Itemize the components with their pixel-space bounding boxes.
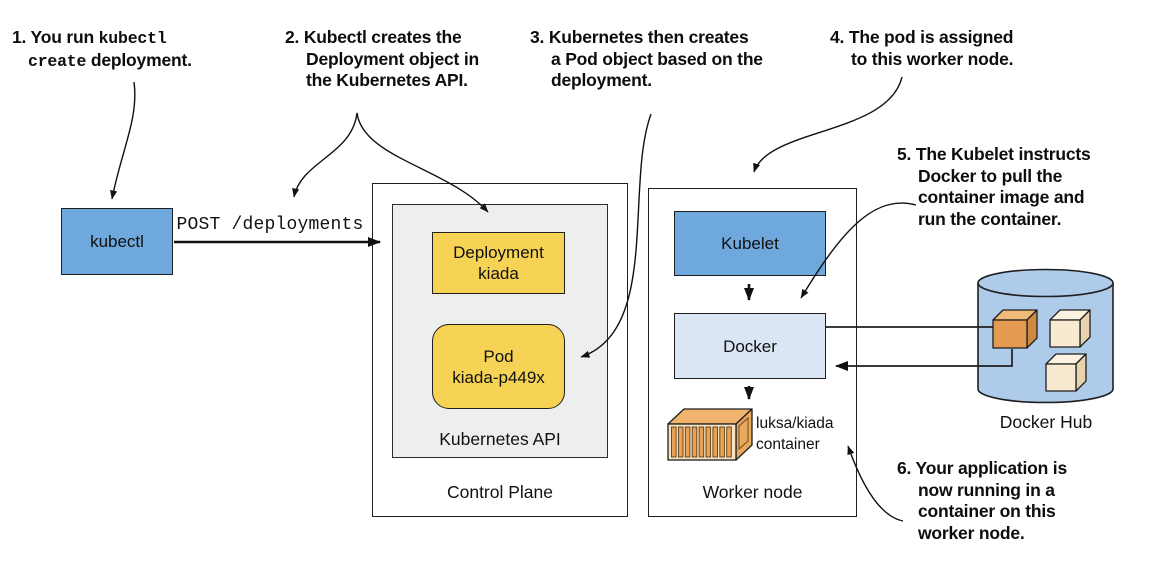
control-plane-label: Control Plane — [446, 482, 554, 502]
annotation-1-code-create: create — [28, 51, 87, 71]
worker-node-label: Worker node — [702, 482, 803, 502]
annotation-5: 5. The Kubelet instructs Docker to pull … — [897, 144, 1091, 230]
container-image-label: luksa/kiada container — [756, 413, 834, 455]
annotation-2-arrow-left — [292, 112, 358, 198]
image-return-line — [835, 349, 1013, 371]
docker-hub-label: Docker Hub — [999, 412, 1093, 432]
annotation-2-line3: the Kubernetes API. — [306, 70, 468, 90]
docker-box-label: Docker — [723, 336, 777, 356]
annotation-1: 1. You run kubectl create deployment. — [12, 27, 192, 72]
annotation-6-line1: 6. Your application is — [897, 458, 1067, 478]
annotation-3-line1: 3. Kubernetes then creates — [530, 27, 749, 47]
kubernetes-api-box: Deployment kiada Pod kiada-p449x Kuberne… — [392, 204, 608, 458]
annotation-3: 3. Kubernetes then creates a Pod object … — [530, 27, 763, 92]
container-image-label-line1: luksa/kiada — [756, 415, 834, 432]
image-cube-orange — [992, 309, 1038, 349]
annotation-6-line4: worker node. — [918, 522, 1025, 543]
pod-object-type: Pod — [483, 346, 514, 366]
post-deployments-label: POST /deployments — [176, 215, 364, 235]
annotation-2-line1: 2. Kubectl creates the — [285, 27, 462, 47]
annotation-3-line3: deployment. — [551, 70, 652, 90]
kubelet-box-label: Kubelet — [721, 234, 779, 253]
annotation-1-arrow — [110, 81, 136, 200]
annotation-4: 4. The pod is assigned to this worker no… — [830, 27, 1013, 70]
annotation-1-text-2: deployment. — [86, 49, 192, 70]
docker-box: Docker — [674, 313, 826, 379]
image-cube-cream-bottom — [1045, 353, 1087, 392]
kubernetes-api-label: Kubernetes API — [439, 429, 561, 449]
image-cube-cream-top — [1049, 309, 1091, 348]
annotation-2: 2. Kubectl creates the Deployment object… — [285, 27, 479, 92]
pod-object-name: kiada-p449x — [452, 367, 545, 387]
control-plane-box: Deployment kiada Pod kiada-p449x Kuberne… — [372, 183, 628, 517]
docker-hub-cylinder-body — [977, 283, 1114, 404]
annotation-6-line2: now running in a — [918, 479, 1055, 500]
deployment-object-name: kiada — [478, 264, 519, 283]
annotation-3-line2: a Pod object based on the — [551, 48, 763, 69]
annotation-1-text: 1. You run — [12, 27, 99, 47]
kubectl-box: kubectl — [61, 208, 173, 275]
annotation-5-line3: container image and — [918, 187, 1085, 207]
deployment-object-box: Deployment kiada — [432, 232, 565, 294]
annotation-4-arrow — [753, 76, 903, 173]
annotation-6: 6. Your application is now running in a … — [897, 458, 1067, 544]
annotation-6-line3: container on this — [918, 501, 1056, 521]
kubectl-box-label: kubectl — [90, 232, 144, 251]
annotation-5-line1: 5. The Kubelet instructs — [897, 144, 1091, 164]
docker-hub-cylinder-top — [977, 268, 1114, 298]
annotation-4-line1: 4. The pod is assigned — [830, 27, 1014, 47]
annotation-5-line4: run the container. — [918, 208, 1062, 229]
annotation-4-line2: to this worker node. — [851, 48, 1014, 69]
annotation-1-code-kubectl: kubectl — [98, 29, 167, 48]
annotation-2-line2: Deployment object in — [306, 48, 479, 69]
kubelet-box: Kubelet — [674, 211, 826, 276]
annotation-5-line2: Docker to pull the — [918, 165, 1063, 186]
container-image-label-line2: container — [756, 436, 820, 453]
worker-node-box: Kubelet Docker Worker node — [648, 188, 857, 517]
pod-object-box: Pod kiada-p449x — [432, 324, 565, 409]
deployment-object-type: Deployment — [453, 243, 544, 262]
